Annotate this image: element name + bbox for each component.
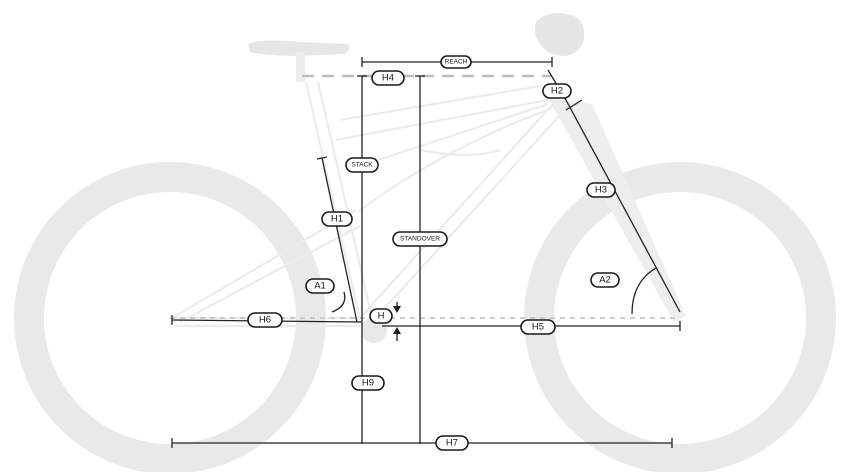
h4-label: H4 xyxy=(371,70,405,86)
h1-label-text: H1 xyxy=(331,214,343,225)
h3-label-text: H3 xyxy=(595,185,607,196)
h2-label: H2 xyxy=(542,83,572,99)
stack-label-text: STACK xyxy=(351,162,373,169)
a1-arc xyxy=(331,291,346,313)
a2-arc xyxy=(631,267,657,315)
saddle xyxy=(248,40,350,56)
dimension-lines xyxy=(171,57,681,448)
h2-label-text: H2 xyxy=(551,86,563,97)
bb-drop-label: H xyxy=(369,308,393,324)
h4-label-text: H4 xyxy=(382,73,394,84)
h7-label: H7 xyxy=(435,435,469,451)
standover-label: STANDOVER xyxy=(392,231,448,247)
bb-drop-arrowhead-top xyxy=(393,306,401,313)
h3-line xyxy=(565,99,681,313)
h6-label-text: H6 xyxy=(259,315,271,326)
fork xyxy=(548,98,686,322)
h6-label: H6 xyxy=(247,312,283,328)
a2-label-text: A2 xyxy=(599,275,611,286)
a1-label: A1 xyxy=(305,278,335,294)
handlebar-cluster xyxy=(534,13,585,56)
reach-label-text: REACH xyxy=(445,59,468,66)
front-wheel xyxy=(524,162,836,472)
bb-drop-arrowhead-bottom xyxy=(393,327,401,334)
h2-tick xyxy=(565,99,583,111)
h9-label-text: H9 xyxy=(362,378,374,389)
reach-label: REACH xyxy=(440,55,472,69)
h1-tick-top xyxy=(316,156,328,160)
seatpost xyxy=(296,52,305,82)
h5-label: H5 xyxy=(520,319,556,335)
bb-drop-label-text: H xyxy=(378,311,385,322)
h1-line xyxy=(321,157,358,323)
standover-label-text: STANDOVER xyxy=(400,236,440,243)
a1-label-text: A1 xyxy=(314,281,326,292)
a2-label: A2 xyxy=(590,272,620,288)
h9-label: H9 xyxy=(351,375,385,391)
h1-label: H1 xyxy=(321,211,353,227)
h7-label-text: H7 xyxy=(446,438,458,449)
h3-label: H3 xyxy=(586,182,616,198)
bike-silhouette xyxy=(14,13,836,472)
h5-label-text: H5 xyxy=(532,322,544,333)
stack-label: STACK xyxy=(345,157,379,173)
arrowheads xyxy=(393,306,401,334)
